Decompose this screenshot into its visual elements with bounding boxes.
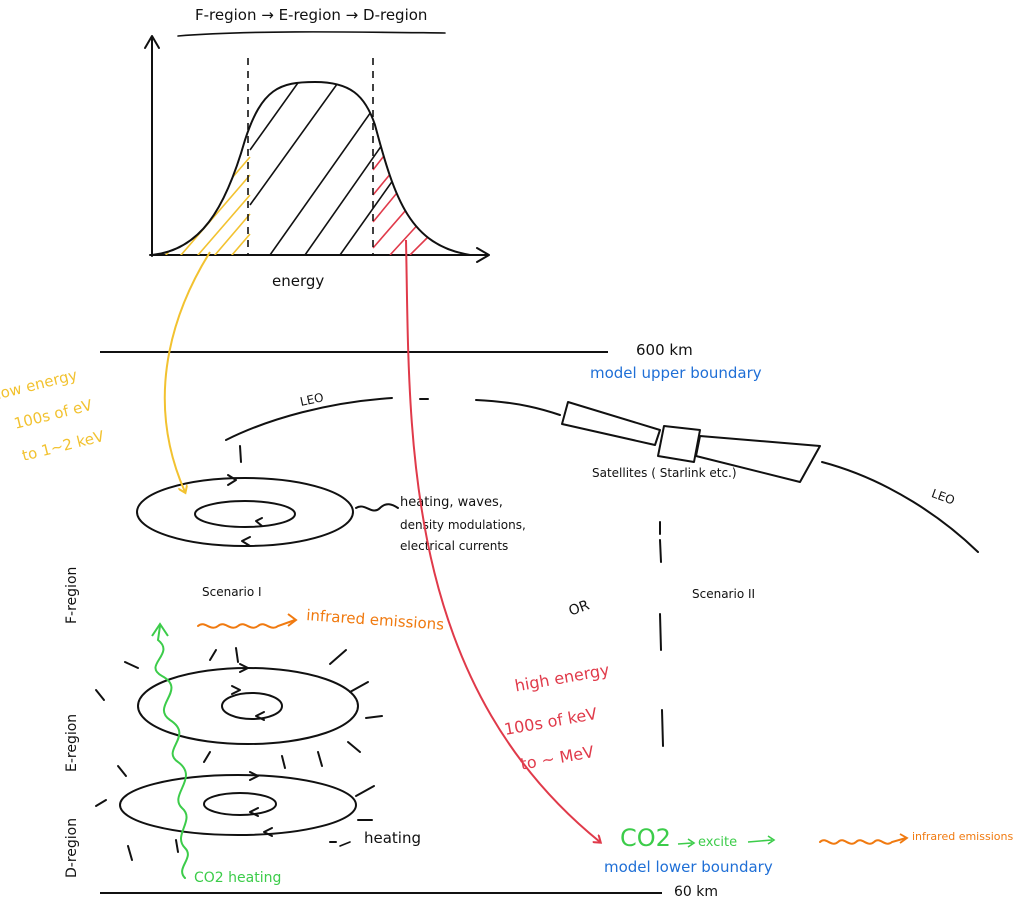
- infrared-emissions-label: infrared emissions: [306, 606, 445, 634]
- leo-label-right: LEO: [930, 486, 957, 507]
- leo-orbit: LEO LEO Satellites ( Starlink etc.): [225, 390, 979, 553]
- mid-energy-hatch: [249, 82, 431, 255]
- chain-arrow-1: [677, 842, 693, 845]
- x-axis-arrow-icon: [476, 247, 490, 263]
- vortex-arrow-icon: [231, 685, 241, 695]
- svg-text:electrical currents: electrical currents: [400, 539, 508, 553]
- effects-label: heating, waves, density modulations, ele…: [400, 495, 526, 553]
- svg-text:density modulations,: density modulations,: [400, 518, 526, 532]
- d-region-vortex: [119, 771, 357, 837]
- low-energy-hatch: [159, 156, 251, 255]
- title-underline: [177, 31, 446, 37]
- chain-arrow-icon: [767, 835, 776, 845]
- wave-squiggle: [819, 837, 907, 845]
- wave-arrow-icon: [287, 613, 298, 627]
- vortex-arrow-icon: [239, 663, 249, 673]
- leo-label-left: LEO: [299, 390, 325, 409]
- co2-label: CO2: [620, 824, 671, 852]
- green-wave: [154, 625, 189, 879]
- or-label: OR: [567, 597, 592, 619]
- lower-boundary: 60 km: [100, 884, 718, 898]
- high-energy-hatch: [372, 134, 456, 255]
- vortex-inner: [194, 500, 296, 528]
- f-region-vortex: [136, 474, 399, 547]
- e-region-vortex: [137, 663, 359, 745]
- d-region-label: D-region: [64, 818, 80, 878]
- high-energy-arrow: [405, 239, 600, 842]
- vortex-arrow-icon: [249, 807, 259, 817]
- solar-panel-left: [561, 401, 661, 446]
- svg-text:100s of eV: 100s of eV: [12, 396, 95, 433]
- svg-text:to ~ MeV: to ~ MeV: [519, 742, 595, 774]
- scenario-one-label: Scenario I: [202, 585, 262, 599]
- vortex-arrow-icon: [255, 517, 263, 527]
- vortex-arrow-icon: [249, 771, 259, 781]
- lower-boundary-label: model lower boundary: [604, 858, 773, 876]
- y-axis-arrow-icon: [144, 35, 160, 49]
- infrared-emissions-right: infrared emissions: [819, 830, 1013, 845]
- squiggle-connector: [355, 503, 399, 512]
- lower-boundary-km: 60 km: [674, 884, 718, 898]
- heating-label: heating: [364, 829, 421, 847]
- vortex-outer: [136, 477, 354, 547]
- chain-arrow-2: [747, 839, 773, 843]
- upper-boundary-label: model upper boundary: [590, 364, 762, 382]
- excite-label: excite: [698, 835, 737, 850]
- green-arrow-icon: [151, 622, 169, 637]
- co2-heating-label: CO2 heating: [194, 870, 281, 886]
- graph-title: F-region → E-region → D-region: [195, 6, 427, 24]
- chain-arrow-icon: [687, 838, 696, 848]
- x-axis-label: energy: [272, 272, 324, 290]
- vortex-arrow-icon: [255, 711, 265, 721]
- heating-tick: [339, 841, 351, 847]
- co2-excite-chain: CO2 excite: [620, 824, 776, 852]
- energy-spectrum-graph: F-region → E-region → D-region: [144, 6, 490, 290]
- svg-text:heating, waves,: heating, waves,: [400, 495, 503, 510]
- vortex-arrow-icon: [241, 536, 251, 547]
- spectrum-hatching: [159, 82, 456, 255]
- low-energy-label: low energy 100s of eV to 1~2 keV: [0, 366, 107, 465]
- svg-text:high energy: high energy: [513, 660, 611, 695]
- heat-rays: [95, 647, 383, 861]
- vortex-inner: [203, 792, 277, 816]
- wave-squiggle: [197, 619, 296, 629]
- vortex-outer: [137, 667, 359, 745]
- svg-text:to 1~2 keV: to 1~2 keV: [20, 427, 106, 465]
- vortex-outer: [119, 774, 357, 836]
- leo-arc-left: [225, 397, 393, 441]
- leo-arc-right: [821, 461, 979, 553]
- infrared-emissions-right-label: infrared emissions: [912, 830, 1013, 843]
- upper-boundary: 600 km model upper boundary: [100, 341, 762, 382]
- e-region-label: E-region: [64, 714, 80, 772]
- low-energy-arrow: [163, 251, 211, 492]
- co2-heating-wave: CO2 heating: [151, 622, 281, 886]
- svg-text:low energy: low energy: [0, 366, 79, 403]
- satellite-icon: [561, 401, 821, 483]
- spectrum-curve: [151, 81, 471, 256]
- svg-text:100s of keV: 100s of keV: [503, 704, 599, 739]
- vortex-inner: [221, 692, 283, 720]
- satellites-label: Satellites ( Starlink etc.): [592, 466, 737, 480]
- scenario-divider: [659, 521, 664, 747]
- solar-panel-right: [695, 435, 821, 483]
- vortex-arrow-icon: [263, 827, 273, 837]
- high-energy-label: high energy 100s of keV to ~ MeV: [503, 660, 611, 774]
- f-region-label: F-region: [64, 567, 80, 624]
- satellite-body: [657, 425, 701, 463]
- wave-arrow-icon: [899, 833, 909, 844]
- infrared-emissions-left: infrared emissions: [197, 606, 445, 634]
- upper-boundary-km: 600 km: [636, 341, 693, 359]
- leo-tick: [239, 445, 242, 463]
- vortex-arrow-icon: [227, 474, 237, 486]
- leo-arc-mid: [475, 399, 561, 416]
- scenario-two-label: Scenario II: [692, 587, 755, 601]
